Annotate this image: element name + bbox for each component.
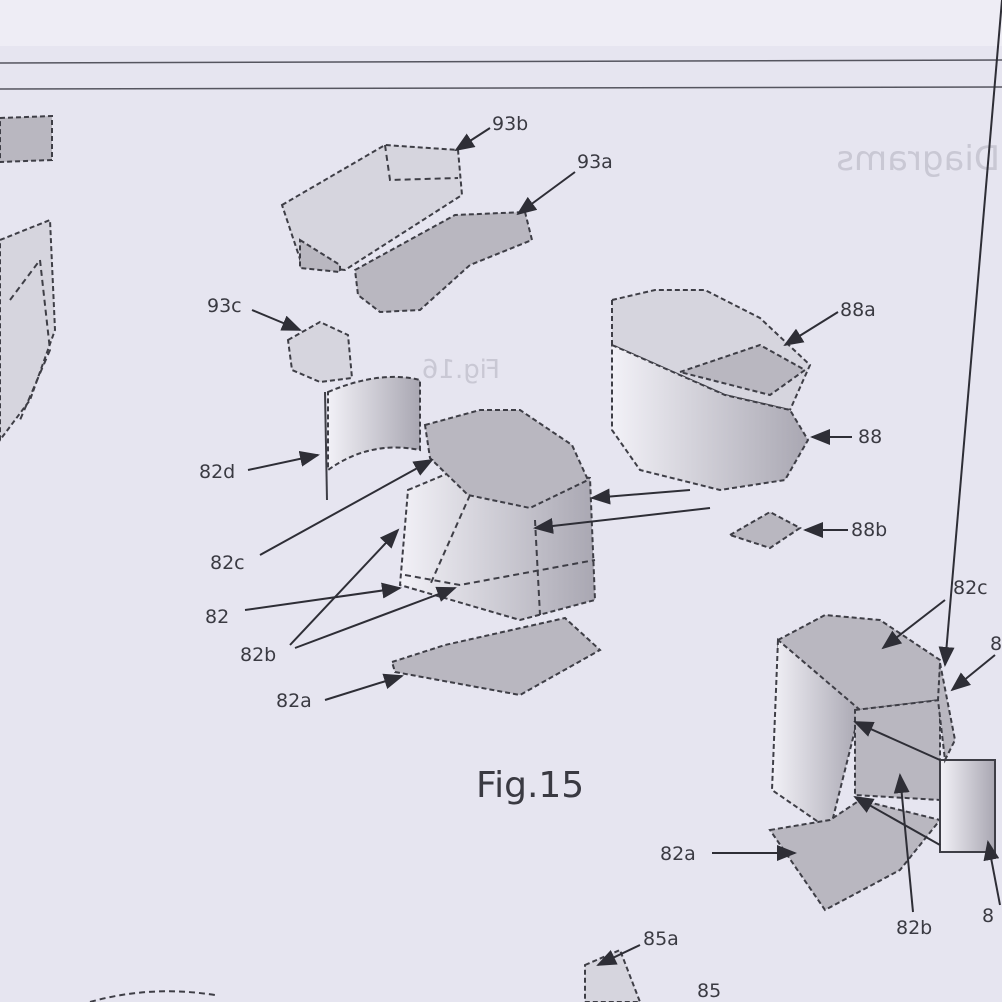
label-82a-right: 82a: [660, 843, 696, 865]
label-8-bottom-partial: 8: [982, 905, 994, 927]
label-93a: 93a: [577, 151, 613, 173]
label-82d: 82d: [199, 461, 235, 483]
label-85: 85: [697, 980, 721, 1002]
label-85a: 85a: [643, 928, 679, 950]
label-88a: 88a: [840, 299, 876, 321]
label-82c: 82c: [210, 552, 245, 574]
label-93b: 93b: [492, 113, 528, 135]
label-88b: 88b: [851, 519, 887, 541]
label-8-top-partial: 8: [990, 633, 1002, 655]
part-93c-clip: [286, 320, 354, 384]
part-93a-bracket: [353, 210, 534, 314]
part-88-housing: [611, 289, 812, 550]
part-93b-tray: [280, 143, 464, 274]
border-line-outer: [0, 59, 1002, 64]
label-88: 88: [858, 426, 882, 448]
label-82c-right: 82c: [953, 577, 988, 599]
label-82b: 82b: [240, 644, 276, 666]
label-82b-right: 82b: [896, 917, 932, 939]
label-93c: 93c: [207, 295, 242, 317]
background-surface: [0, 0, 1002, 46]
figure-caption: Fig.15: [476, 765, 584, 806]
leader-lines: [244, 0, 1002, 966]
bleed-through-fig: Fig.16: [422, 355, 500, 385]
part-82d-panel: [324, 375, 421, 501]
border-line-inner: [0, 86, 1002, 90]
left-partial-figure: [0, 114, 57, 442]
bleed-through-title: Diagrams: [836, 139, 1000, 179]
right-partial-figure: [768, 613, 996, 912]
part-82-body: [390, 409, 602, 697]
svg-text:Diagrams: Diagrams: [836, 139, 1000, 179]
svg-text:Fig.16: Fig.16: [422, 355, 500, 385]
label-82a: 82a: [276, 690, 312, 712]
label-82: 82: [205, 606, 229, 628]
